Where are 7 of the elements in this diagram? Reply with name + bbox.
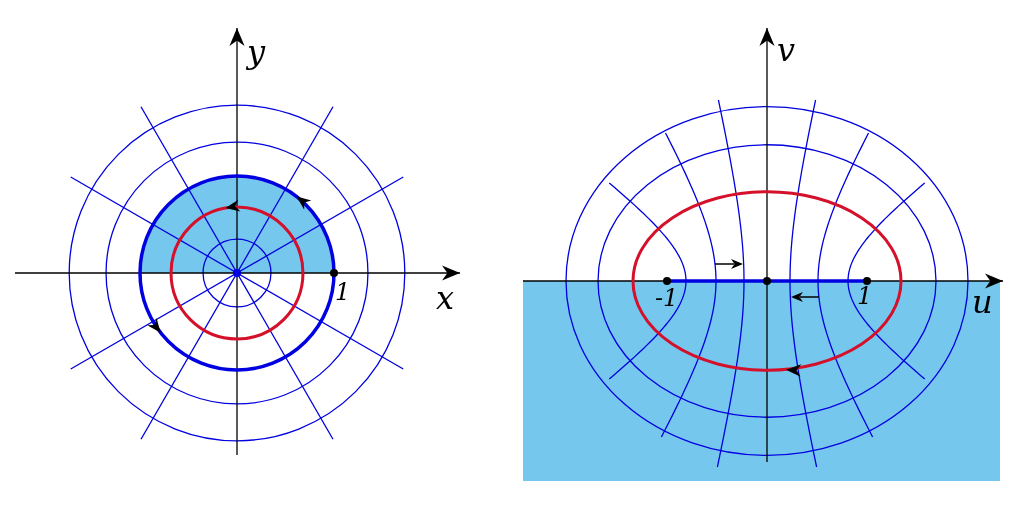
tick-label: 1: [335, 280, 351, 304]
axis-label: x: [436, 282, 455, 314]
axis-label: y: [247, 36, 266, 68]
axis-label: v: [777, 34, 796, 66]
axis-label: u: [972, 286, 993, 318]
tick-label: 1: [857, 284, 873, 308]
tick-label: -1: [655, 286, 679, 310]
